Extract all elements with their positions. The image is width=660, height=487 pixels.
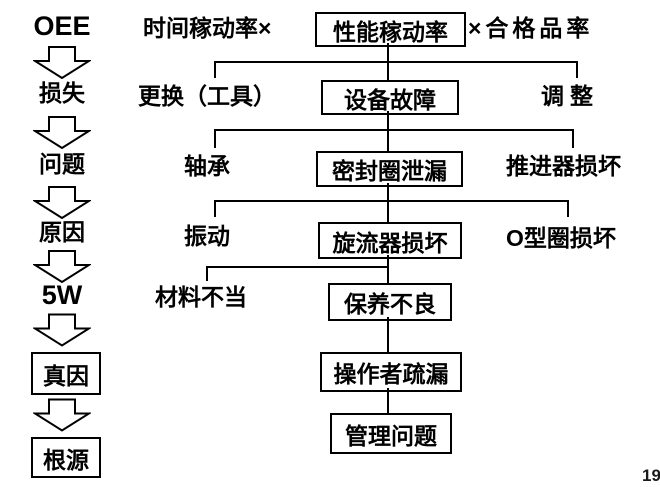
page-number: 19: [642, 466, 660, 485]
connector-line: [206, 266, 208, 281]
connector-line: [214, 61, 578, 63]
chain-label-loss: 损失: [39, 80, 85, 106]
connector-line: [214, 129, 216, 148]
chain-box-root-source: 根源: [31, 437, 101, 478]
node-performance-rate: 性能稼动率: [315, 12, 466, 47]
node-seal-ring-leak: 密封圈泄漏: [316, 151, 463, 187]
connector-line: [214, 61, 216, 78]
connector-line: [387, 111, 389, 152]
chain-box-true-cause: 真因: [31, 352, 101, 395]
connector-line: [576, 61, 578, 78]
label-adjustment: 调整: [541, 83, 599, 109]
down-arrow-icon: [33, 313, 91, 347]
label-tool-replacement: 更换（工具）: [138, 83, 276, 109]
connector-line: [387, 317, 389, 352]
down-arrow-icon: [33, 186, 91, 219]
label-o-ring-damage: O型圈损坏: [506, 225, 616, 251]
down-arrow-icon: [33, 250, 91, 283]
connector-line: [567, 200, 569, 217]
node-equipment-failure: 设备故障: [321, 80, 459, 115]
label-bearing: 轴承: [184, 153, 230, 179]
label-time-availability-rate: 时间稼动率×: [143, 15, 272, 41]
chain-label-5w: 5W: [41, 280, 83, 310]
chain-label-cause: 原因: [39, 219, 85, 245]
connector-line: [387, 388, 389, 413]
node-cyclone-damage: 旋流器损坏: [318, 222, 462, 259]
down-arrow-icon: [33, 398, 91, 432]
label-propeller-damage: 推进器损坏: [506, 153, 621, 179]
down-arrow-icon: [33, 46, 91, 79]
connector-line: [206, 266, 389, 268]
chain-label-oee: OEE: [33, 11, 91, 41]
connector-line: [214, 200, 569, 202]
label-vibration: 振动: [184, 223, 230, 249]
label-quality-rate: ×合格品率: [468, 15, 594, 41]
node-poor-maintenance: 保养不良: [328, 283, 452, 321]
connector-line: [572, 129, 574, 148]
connector-line: [387, 255, 389, 284]
connector-line: [214, 200, 216, 217]
node-management-issue: 管理问题: [330, 413, 452, 454]
chain-label-problem: 问题: [39, 151, 85, 177]
connector-line: [387, 183, 389, 223]
down-arrow-icon: [33, 116, 91, 149]
label-improper-material: 材料不当: [155, 284, 247, 310]
node-operator-negligence: 操作者疏漏: [320, 352, 462, 392]
connector-line: [214, 129, 574, 131]
